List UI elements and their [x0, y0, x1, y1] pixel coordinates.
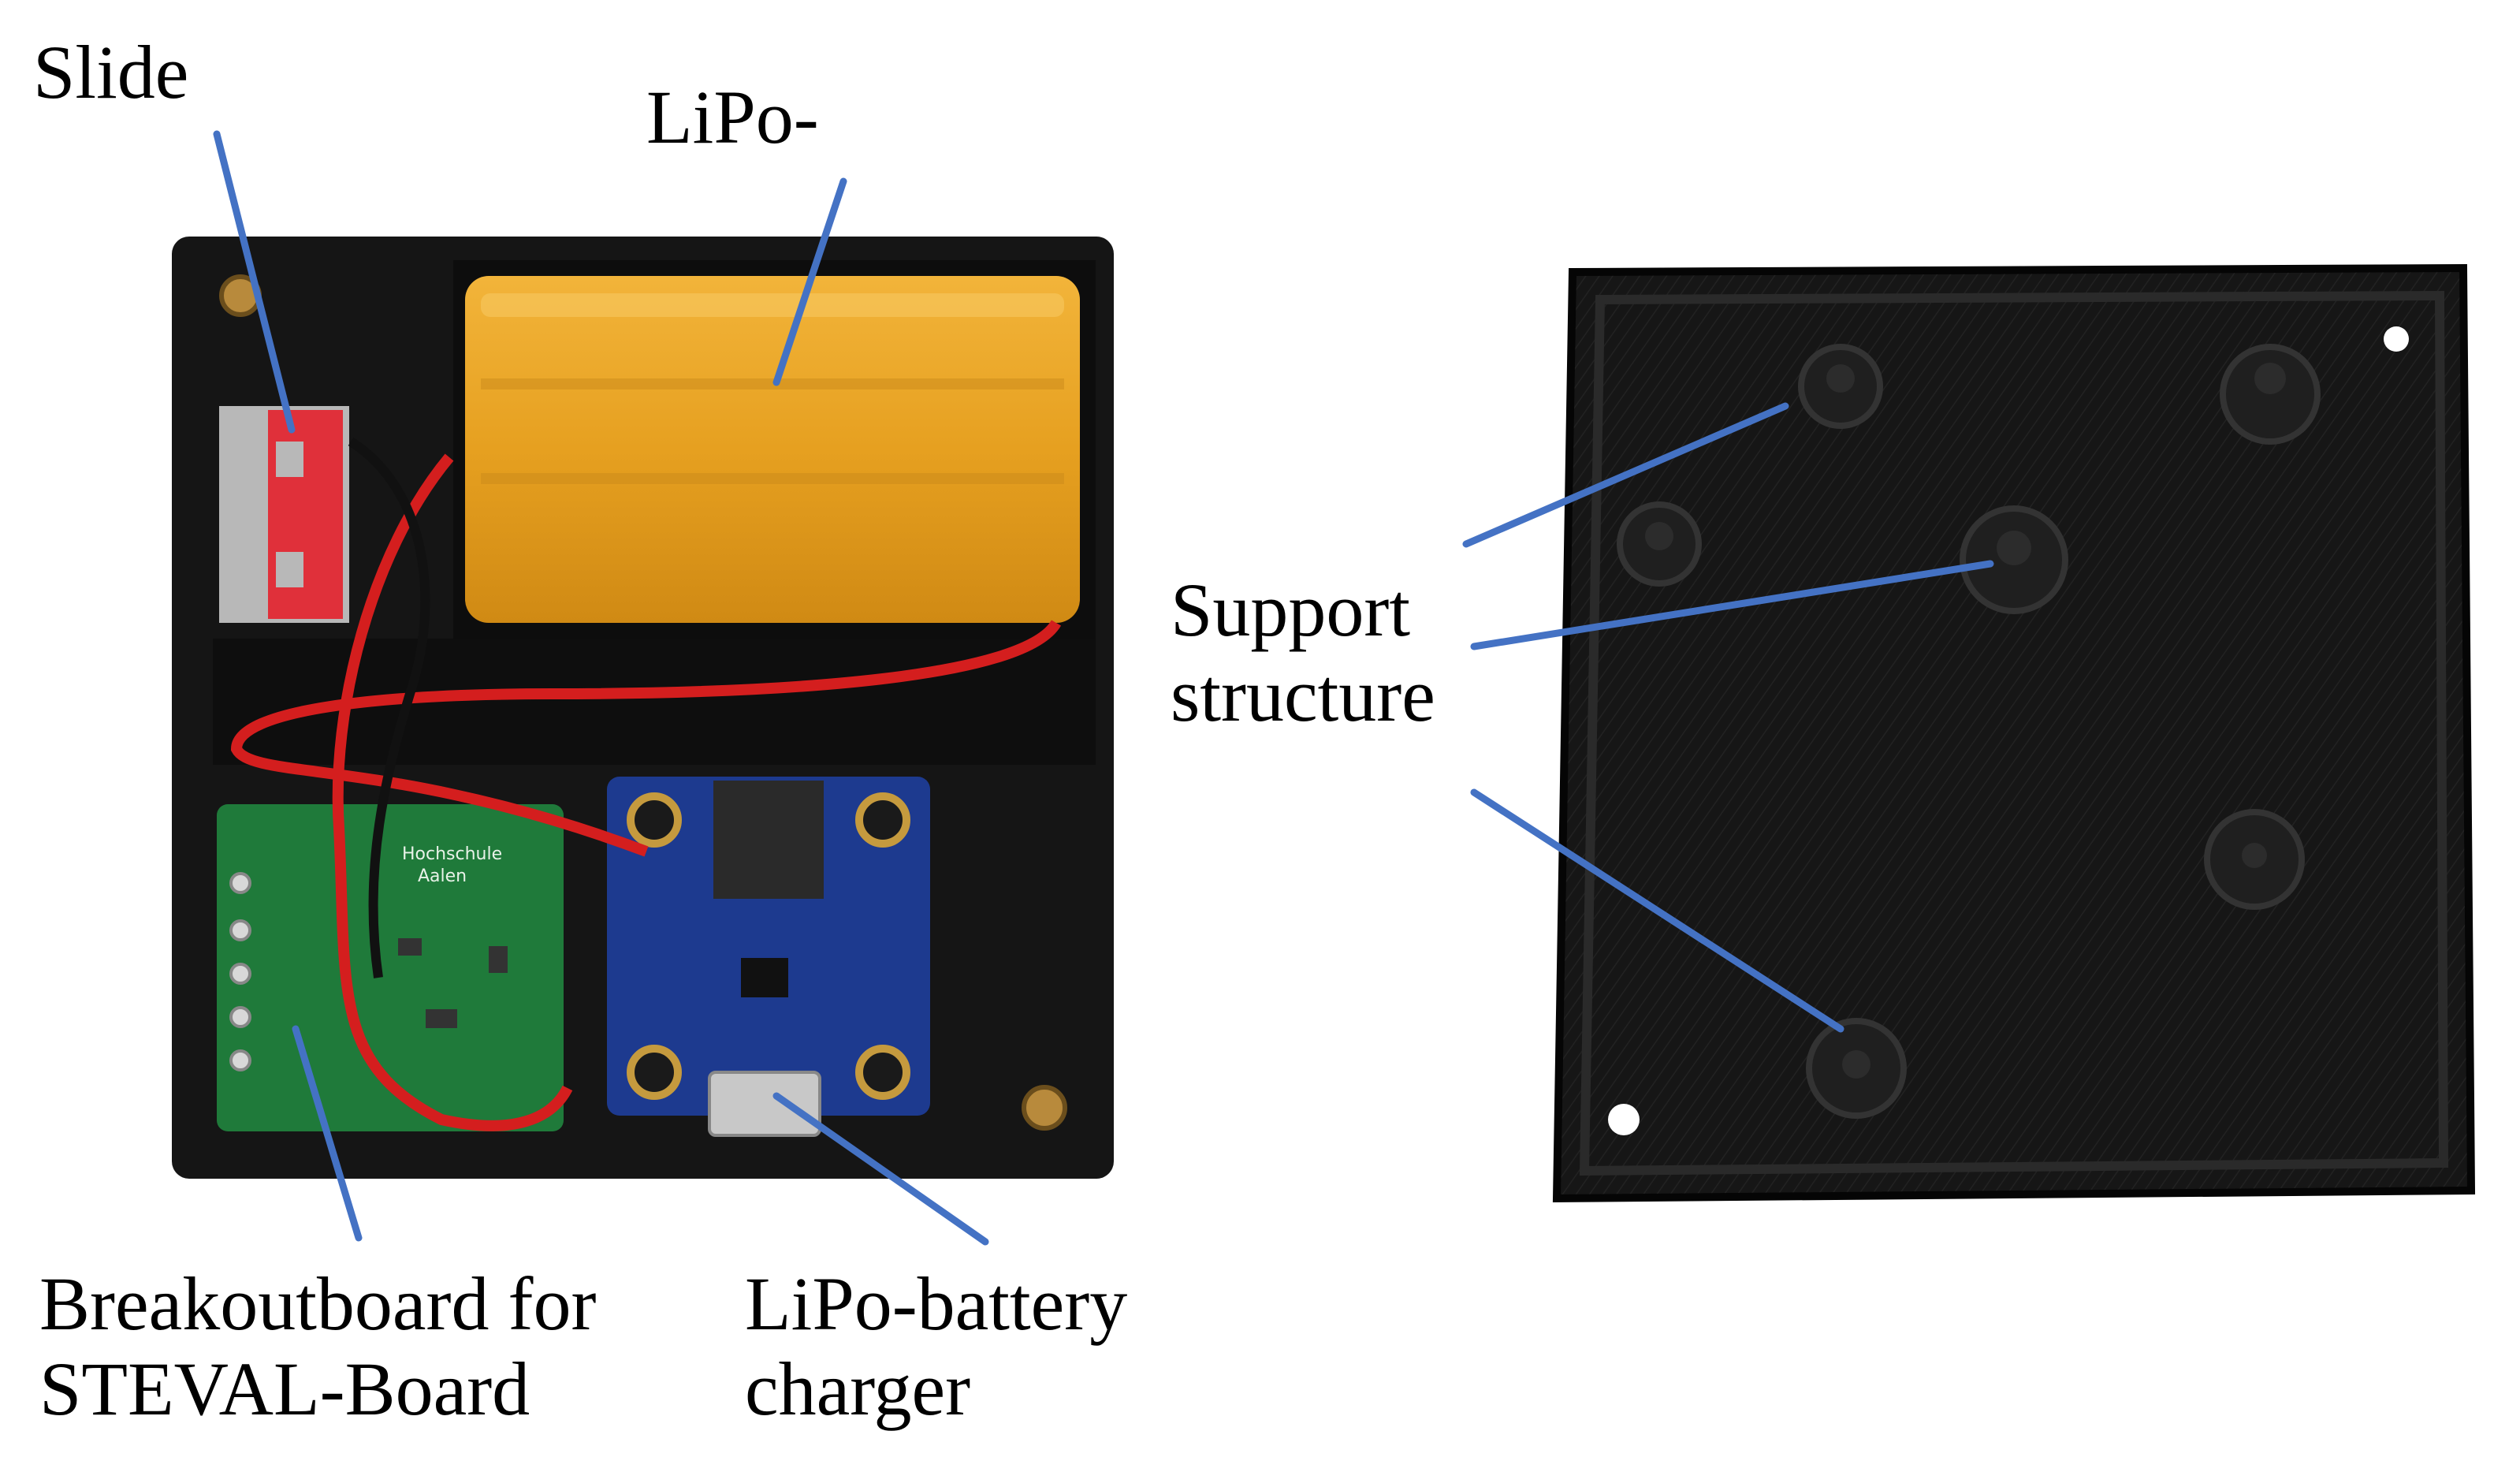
label-breakout-line1: Breakoutboard for: [39, 1261, 597, 1346]
leader-line-slide: [213, 130, 296, 434]
leader-line-support-3: [1470, 788, 1844, 1033]
leader-line-support-2: [1470, 560, 1994, 650]
charger-ic: [741, 958, 788, 997]
label-support-structure: Support structure: [1171, 568, 1435, 738]
lid-screw-hole: [2384, 326, 2409, 352]
usb-port: [708, 1071, 821, 1137]
mount-hole: [627, 792, 682, 848]
lid-screw-hole: [1608, 1104, 1640, 1135]
slide-switch-actuator: [268, 410, 343, 619]
leader-line-lipo: [772, 177, 847, 386]
lid-photo: [1552, 263, 2476, 1203]
pcb-university-label: Aalen: [418, 866, 467, 886]
label-support-line1: Support: [1171, 568, 1411, 652]
lid-rim: [1579, 290, 2449, 1176]
black-wire: [348, 437, 430, 978]
red-wire: [230, 620, 1062, 857]
label-charger-line2: charger: [745, 1347, 971, 1431]
label-breakout-line2: STEVAL-Board: [39, 1347, 530, 1431]
label-slide: Slide: [33, 30, 188, 115]
charger-board: [607, 777, 930, 1116]
lid-body: [1552, 263, 2476, 1203]
slide-switch-window: [276, 552, 303, 587]
label-charger-line1: LiPo-battery: [745, 1261, 1128, 1346]
pcb-pads: [229, 872, 251, 1071]
battery-highlight: [481, 293, 1064, 317]
brass-insert: [1022, 1085, 1067, 1131]
mount-hole: [855, 1045, 910, 1100]
battery-band: [481, 378, 1064, 389]
label-breakoutboard: Breakoutboard for STEVAL-Board: [39, 1261, 596, 1432]
leader-lines: [213, 130, 1994, 1246]
leader-line-breakout: [292, 1025, 363, 1242]
slide-switch-window: [276, 442, 303, 477]
mount-hole: [627, 1045, 682, 1100]
battery-band: [481, 473, 1064, 484]
pcb-component: [489, 946, 508, 973]
label-slide-text: Slide: [33, 30, 189, 114]
housing-photo: Hochschule Aalen: [172, 237, 1114, 1179]
leader-line-support-1: [1462, 402, 1789, 548]
jst-connector: [713, 781, 824, 899]
label-lipo-text: LiPo-: [646, 75, 819, 159]
red-wire: [332, 453, 573, 1131]
support-post-tips: [1645, 363, 2286, 1079]
lipo-battery: [465, 276, 1080, 623]
pcb-component: [426, 1009, 457, 1028]
mount-hole: [855, 792, 910, 848]
pcb-university-label: Hochschule: [402, 844, 502, 864]
pcb-component: [398, 938, 422, 956]
label-lipo: LiPo-: [646, 75, 819, 160]
label-support-line2: structure: [1171, 653, 1435, 737]
leader-line-charger: [772, 1092, 989, 1246]
label-charger: LiPo-battery charger: [745, 1261, 1127, 1432]
